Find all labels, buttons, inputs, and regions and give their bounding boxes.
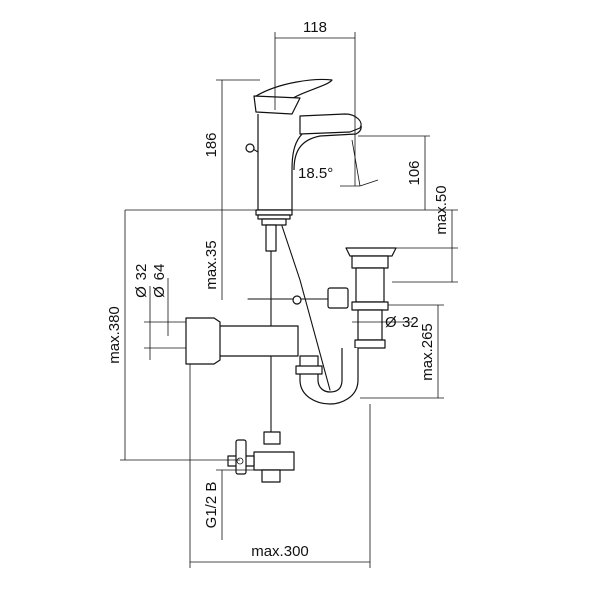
label-drain-diameter: 32 bbox=[402, 314, 419, 331]
valve-body bbox=[253, 451, 295, 471]
drain-tailpiece bbox=[357, 309, 383, 341]
faucet-base bbox=[255, 209, 293, 216]
faucet-cap bbox=[253, 95, 301, 115]
label-trap-depth: max.265 bbox=[419, 323, 436, 381]
label-spout-angle: 18.5° bbox=[298, 165, 333, 182]
dimension-labels: 118 186 106 18.5° max.35 max.50 Ø 32 max… bbox=[106, 19, 450, 560]
faucet-spout bbox=[299, 113, 362, 135]
label-wall-to-axis: max.300 bbox=[251, 543, 309, 560]
label-flange-inner: 32 bbox=[133, 264, 150, 281]
drain-popup-cap bbox=[345, 247, 397, 257]
label-supply-height: max.380 bbox=[106, 306, 123, 364]
supply-and-linkage bbox=[247, 225, 349, 441]
waste-arm bbox=[214, 325, 299, 357]
drain-and-trap bbox=[185, 247, 397, 405]
drain-body bbox=[355, 267, 385, 303]
valve-outlet bbox=[261, 469, 281, 483]
angle-leg-2 bbox=[359, 179, 379, 187]
label-deck-thickness: max.35 bbox=[203, 240, 220, 289]
label-spout-reach: 118 bbox=[303, 19, 327, 36]
popup-knob bbox=[245, 143, 255, 153]
label-flange-outer: 64 bbox=[151, 264, 168, 281]
angle-leg-1 bbox=[351, 139, 361, 187]
diameter-symbol: Ø bbox=[385, 314, 397, 331]
valve-handle bbox=[235, 439, 247, 475]
label-drain-diameter-group: Ø 32 bbox=[385, 314, 419, 331]
popup-linkage bbox=[281, 225, 331, 391]
drain-flange bbox=[351, 255, 389, 269]
label-spout-height: 106 bbox=[406, 160, 423, 185]
label-total-height: 186 bbox=[203, 132, 220, 157]
diameter-symbol: Ø bbox=[151, 286, 168, 298]
mounting-shank bbox=[265, 224, 277, 252]
label-flange-outer-group: Ø 64 bbox=[151, 264, 168, 298]
rod-clip bbox=[292, 295, 302, 305]
diameter-symbol: Ø bbox=[133, 286, 150, 298]
label-flange-inner-group: Ø 32 bbox=[133, 264, 150, 298]
valve-handle-hub bbox=[236, 457, 244, 465]
label-connection-thread: G1/2 B bbox=[203, 482, 220, 529]
drain-nut bbox=[351, 301, 389, 311]
deck-nut bbox=[261, 218, 287, 226]
label-bowl-thickness: max.50 bbox=[433, 185, 450, 234]
wall-flange bbox=[185, 317, 221, 365]
dimension-lines bbox=[120, 32, 458, 568]
valve-nut bbox=[263, 431, 281, 445]
p-trap-bend bbox=[299, 348, 359, 405]
rod-joint bbox=[327, 287, 349, 309]
angle-valve bbox=[227, 431, 295, 483]
trap-coupling bbox=[295, 365, 323, 375]
trap-nut bbox=[354, 339, 386, 349]
